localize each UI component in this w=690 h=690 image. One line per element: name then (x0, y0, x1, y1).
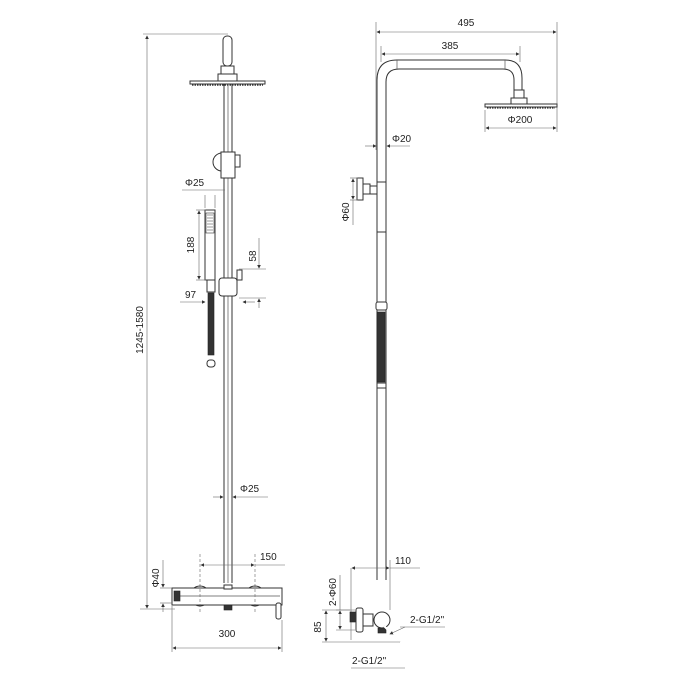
hand-shower (204, 209, 216, 368)
pipe-diameter-dimension: Φ20 (365, 134, 412, 148)
shower-arm (376, 59, 528, 580)
head-diameter-dimension: Φ200 (484, 110, 557, 132)
mixer-centers-label: 150 (260, 552, 277, 563)
rail-diameter-label: Φ25 (240, 484, 260, 495)
hand-shower-diameter-dimension: Φ25 (182, 178, 225, 208)
head-diameter-label: Φ200 (508, 115, 533, 126)
rail-diameter-dimension: Φ25 (213, 484, 268, 499)
overhead-shower-head (189, 35, 266, 86)
total-height-dimension: 1245-1580 (135, 33, 228, 610)
thermostatic-mixer (171, 584, 283, 620)
front-view: 1245-1580 (135, 33, 285, 652)
flange-diameter-label: 2-Φ60 (328, 578, 339, 606)
pipe-diameter-label: Φ20 (392, 134, 412, 145)
mixer-diameter-dimension: Φ40 (151, 560, 172, 612)
hand-shower-offset-dimension: 97 (180, 290, 255, 304)
wall-inlet-fitting (349, 607, 401, 643)
side-shower-head (484, 103, 558, 109)
flange-diameter-dimension: 2-Φ60 (328, 575, 355, 631)
overall-reach-dimension: 495 (375, 18, 558, 150)
arm-length-label: 385 (442, 41, 459, 52)
bracket-height-label: 58 (248, 250, 259, 262)
side-hand-shower (375, 301, 388, 389)
inlet-height-dimension: 85 (313, 609, 400, 643)
inlet-thread-right-label: 2-G1/2" (410, 615, 445, 626)
total-height-label: 1245-1580 (135, 306, 146, 354)
hand-shower-offset-label: 97 (185, 290, 197, 301)
hand-shower-length-dimension: 188 (186, 209, 206, 281)
overall-reach-label: 495 (458, 18, 475, 29)
mixer-centers-dimension: 150 (199, 552, 285, 614)
inlet-height-label: 85 (313, 621, 324, 633)
inlet-thread-bottom-label: 2-G1/2" (352, 656, 387, 667)
inlet-thread-bottom-callout: 2-G1/2" (351, 656, 405, 669)
side-view: 495 385 Φ200 Φ2 (313, 18, 558, 669)
bracket-height-dimension: 58 (239, 238, 266, 308)
mixer-diameter-label: Φ40 (151, 568, 162, 588)
knob-diameter-dimension: Φ60 (341, 177, 358, 225)
mixer-width-label: 300 (219, 629, 236, 640)
wall-offset-dimension: 110 (350, 556, 420, 640)
hand-shower-length-label: 188 (186, 236, 197, 253)
arm-length-dimension: 385 (380, 41, 521, 62)
slide-bracket (218, 269, 243, 297)
side-diverter-knob (356, 177, 387, 233)
diverter-knob (212, 151, 241, 179)
wall-offset-label: 110 (395, 556, 411, 567)
hand-shower-diameter-label: Φ25 (185, 178, 205, 189)
mixer-width-dimension: 300 (171, 606, 283, 652)
knob-diameter-label: Φ60 (341, 202, 352, 222)
inlet-thread-right-callout: 2-G1/2" (389, 615, 445, 635)
